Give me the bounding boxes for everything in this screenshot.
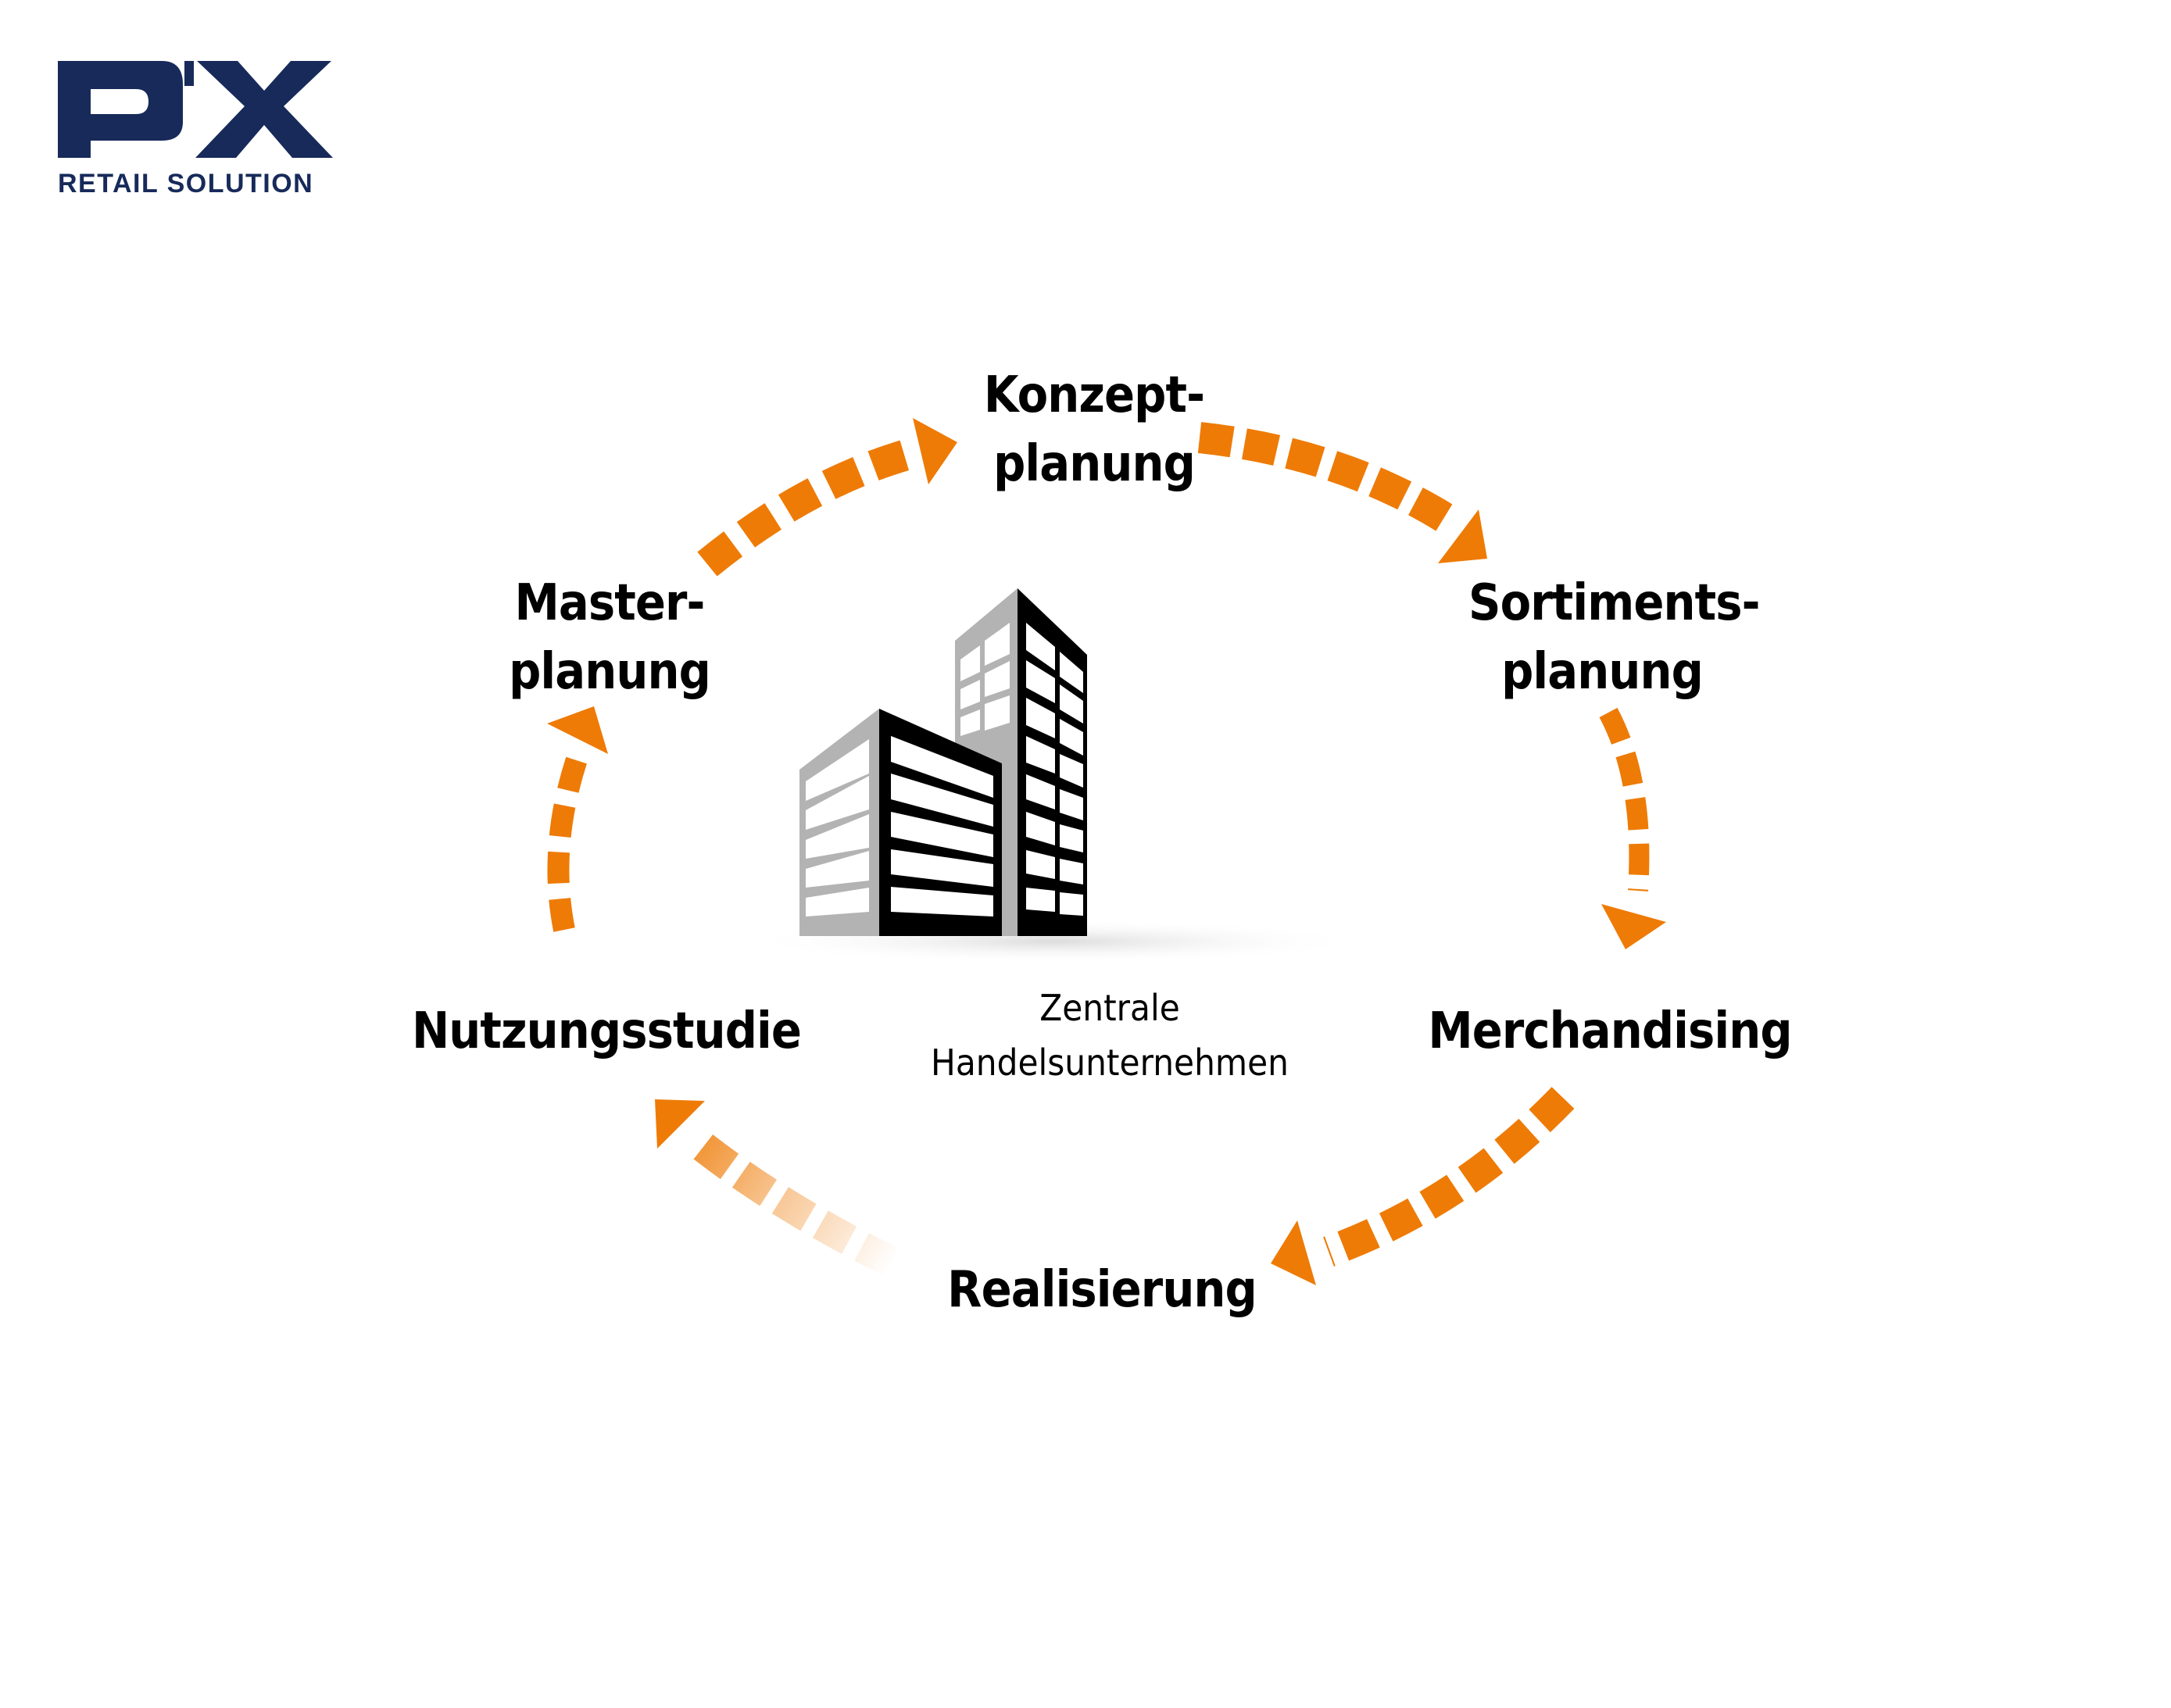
- arrow-sortimentsplanung-to-merchandising: [1599, 707, 1666, 949]
- step-label-line2: planung: [509, 643, 711, 701]
- step-merchandising: Merchandising: [1427, 997, 1793, 1066]
- logo-subtitle: RETAIL SOLUTION: [58, 169, 314, 198]
- step-masterplanung: Master- planung: [497, 569, 722, 706]
- step-nutzungsstudie: Nutzungsstudie: [412, 997, 802, 1066]
- step-label-line1: Merchandising: [1428, 1002, 1792, 1060]
- step-realisierung: Realisierung: [947, 1256, 1257, 1324]
- arrow-nutzungsstudie-to-masterplanung: [547, 706, 608, 932]
- step-label-line2: planung: [1501, 643, 1704, 701]
- arrow-realisierung-to-nutzungsstudie: [655, 1099, 898, 1276]
- center-label-line1: Zentrale: [1039, 987, 1180, 1029]
- step-label-line2: planung: [993, 435, 1196, 493]
- office-buildings-icon: [742, 588, 1368, 963]
- step-label-line1: Realisierung: [947, 1261, 1257, 1319]
- center-label: Zentrale Handelsunternehmen: [887, 981, 1332, 1090]
- arrow-konzeptplanung-to-sortimentsplanung: [1197, 422, 1487, 563]
- step-label-line1: Master-: [514, 574, 705, 632]
- step-konzeptplanung: Konzept- planung: [982, 361, 1207, 498]
- step-label-line1: Nutzungsstudie: [412, 1002, 802, 1060]
- step-label-line1: Konzept-: [983, 366, 1205, 424]
- px-retail-solution-logo: RETAIL SOLUTION: [58, 61, 333, 198]
- arrow-merchandising-to-realisierung: [1271, 1087, 1575, 1285]
- center-label-line2: Handelsunternehmen: [931, 1042, 1289, 1084]
- step-sortimentsplanung: Sortiments- planung: [1468, 569, 1761, 706]
- arrow-masterplanung-to-konzeptplanung: [697, 418, 957, 577]
- px-logo-mark-icon: [58, 61, 333, 158]
- step-label-line1: Sortiments-: [1468, 574, 1761, 632]
